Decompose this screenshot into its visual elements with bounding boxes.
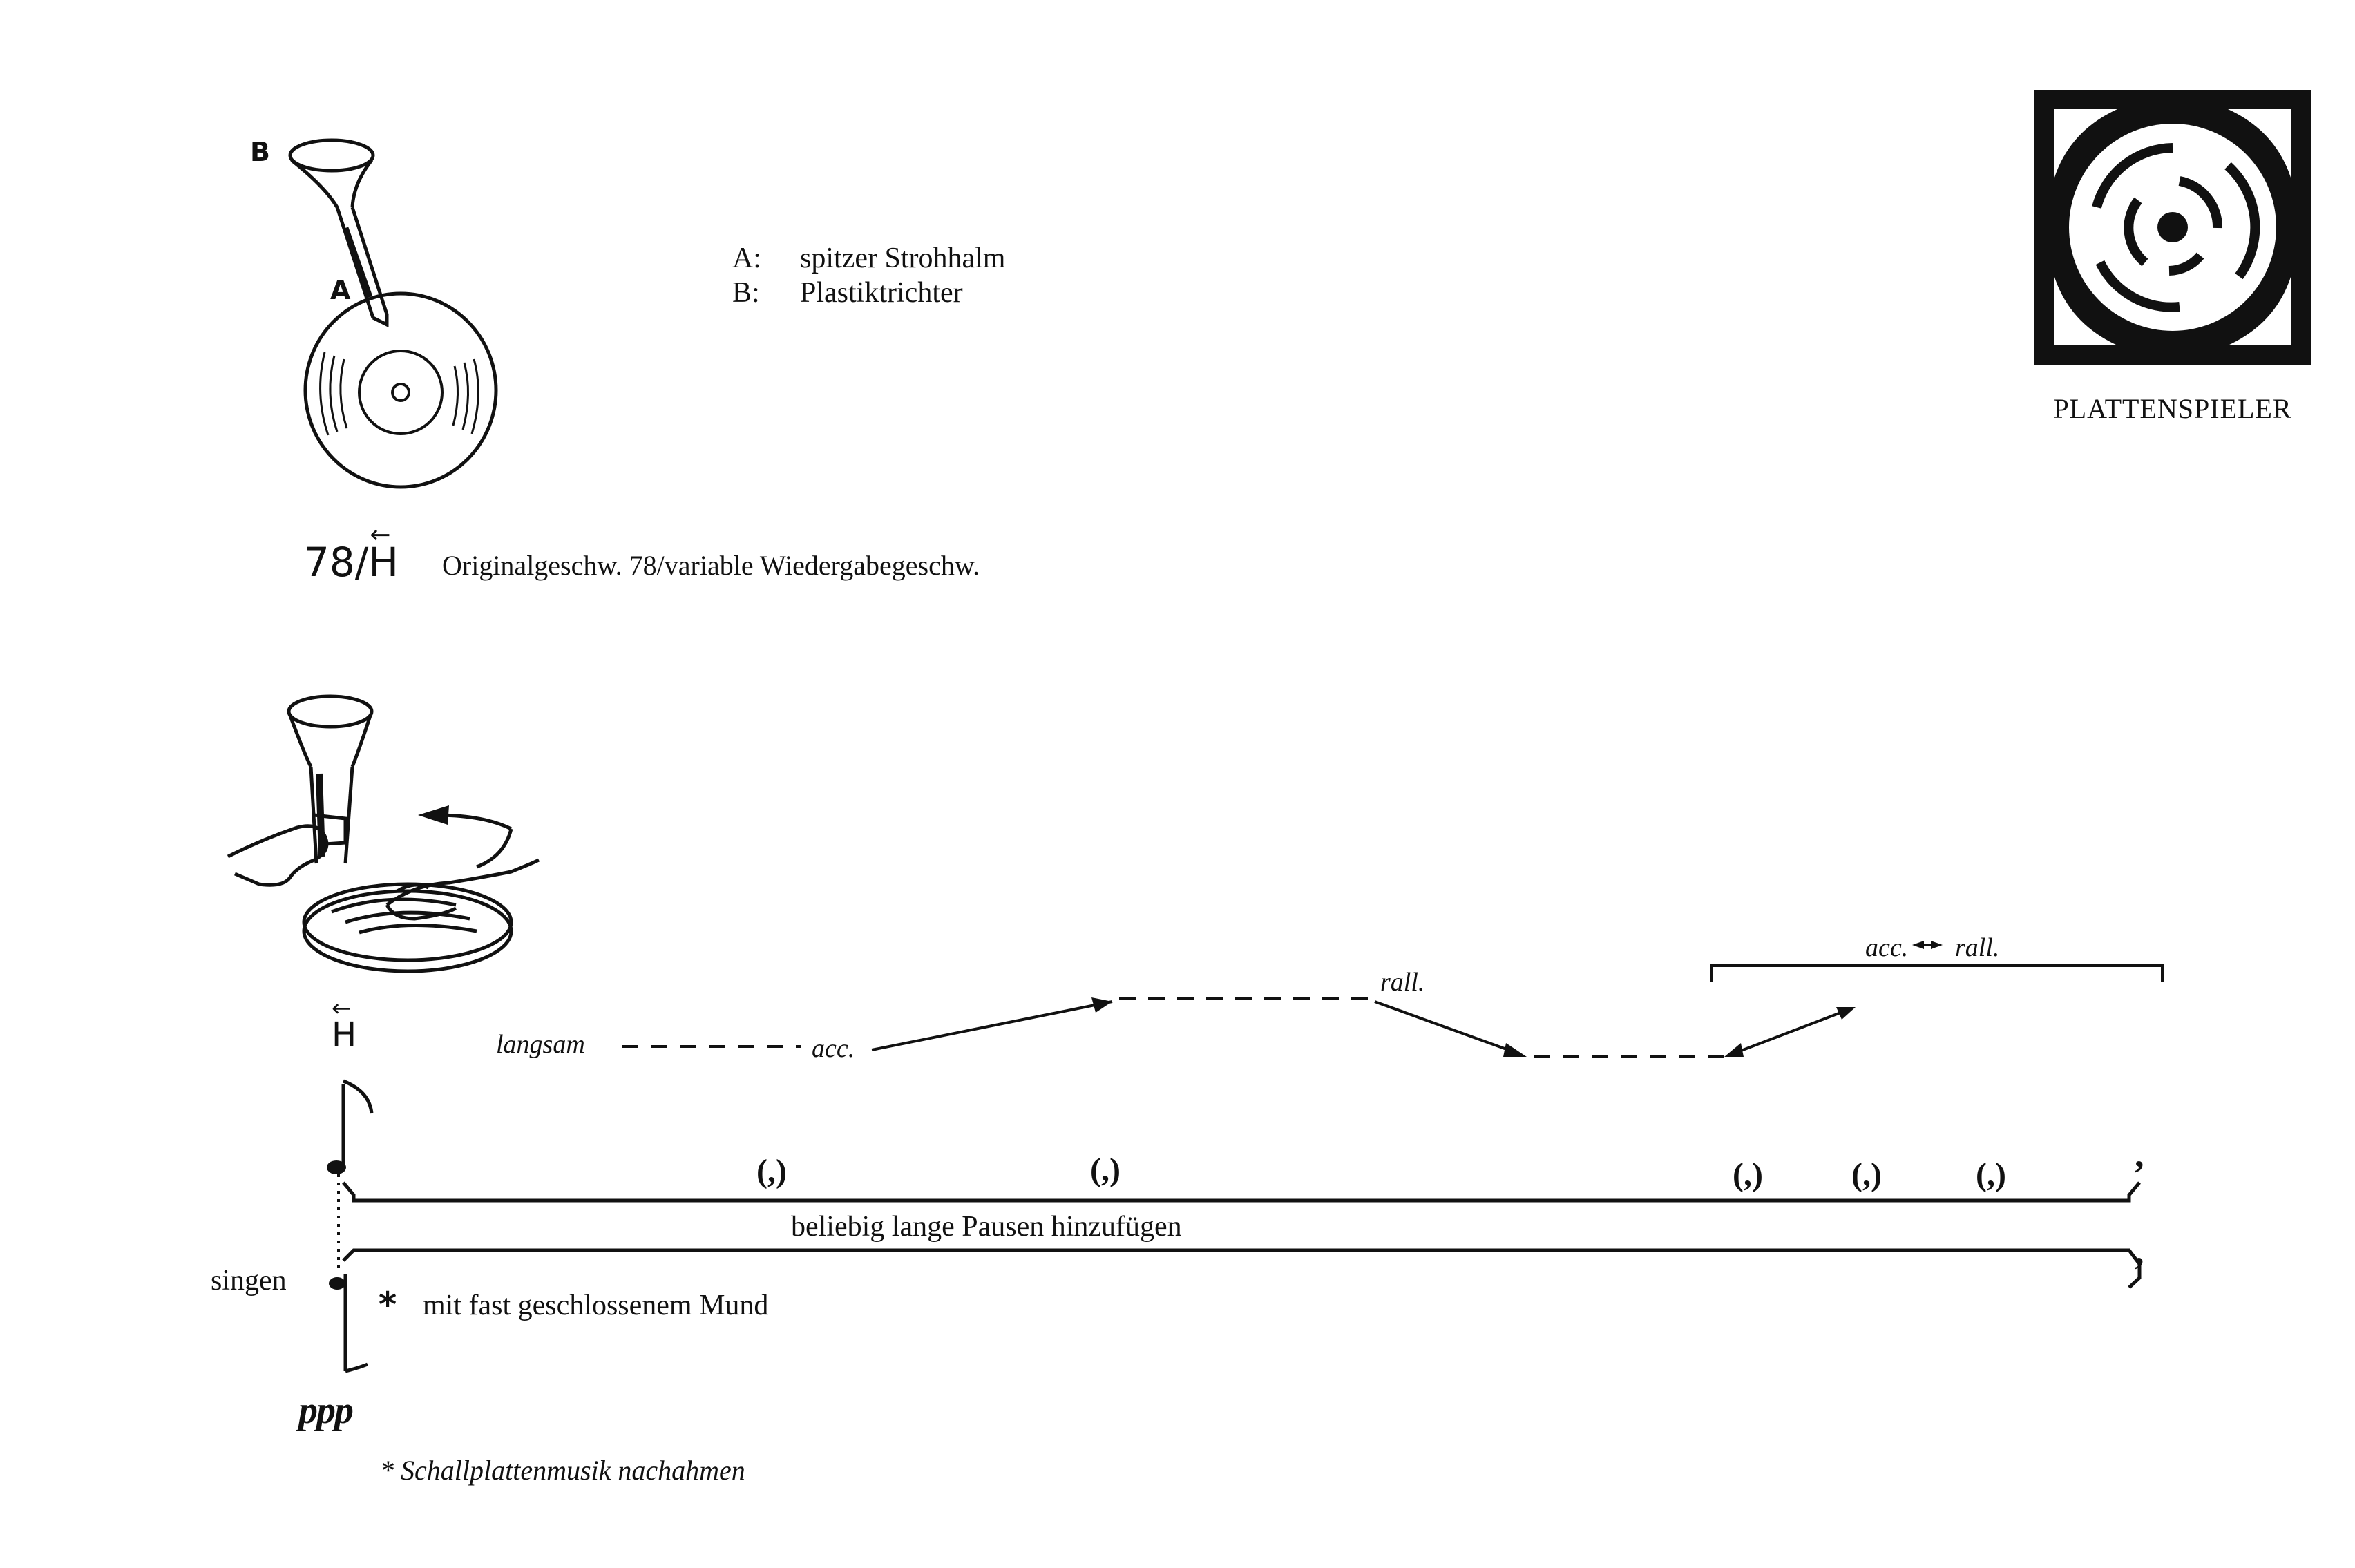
tempo-acc: acc. — [812, 1034, 855, 1063]
speed-description: Originalgeschw. 78/variable Wiedergabege… — [442, 550, 980, 581]
footnote: * Schallplattenmusik nachahmen — [380, 1455, 745, 1486]
singen-label: singen — [211, 1265, 287, 1297]
record-icon — [303, 291, 498, 489]
turntable-label: PLATTENSPIELER — [2053, 393, 2292, 424]
speed-value: 78/H← — [304, 521, 399, 586]
breath-mark: (,) — [756, 1153, 787, 1189]
breath-mark: (,) — [1851, 1156, 1882, 1193]
left-arrow-icon: ← — [332, 995, 352, 1022]
legend: A: spitzer Strohhalm B: Plastiktrichter — [732, 242, 1005, 309]
mouth-instruction: mit fast geschlossenem Mund — [423, 1290, 769, 1321]
breath-mark-end: , — [2135, 1230, 2144, 1272]
tempo-rall: rall. — [1380, 968, 1425, 997]
legend-item: B: Plastiktrichter — [732, 276, 1005, 309]
breath-mark: (,) — [1976, 1156, 2006, 1193]
bracket-acc: acc. — [1865, 933, 1909, 962]
left-arrow-icon: ← — [370, 521, 391, 549]
legend-key: B: — [732, 277, 760, 309]
breath-mark: (,) — [1090, 1151, 1121, 1188]
asterisk-marker: * — [379, 1285, 397, 1325]
legend-text: spitzer Strohhalm — [800, 242, 1006, 274]
reverse-h-symbol: ←H — [332, 995, 357, 1054]
legend-key: A: — [732, 242, 761, 274]
label-b: B — [250, 137, 270, 167]
breath-mark: (,) — [1733, 1156, 1763, 1193]
speed-number: 78/ — [304, 539, 369, 586]
funnel-straw-icon — [288, 138, 389, 328]
tempo-langsam: langsam — [496, 1030, 585, 1059]
dynamic-ppp: ppp — [298, 1389, 354, 1432]
turntable-icon — [2034, 90, 2311, 365]
label-a: A — [330, 275, 351, 305]
breath-mark-end: , — [2135, 1134, 2144, 1175]
pause-instruction: beliebig lange Pausen hinzufügen — [791, 1211, 1182, 1243]
reverse-speed-symbol: H← — [368, 521, 399, 586]
bracket-rall: rall. — [1955, 933, 2000, 962]
legend-text: Plastiktrichter — [800, 277, 963, 309]
legend-item: A: spitzer Strohhalm — [732, 242, 1005, 275]
